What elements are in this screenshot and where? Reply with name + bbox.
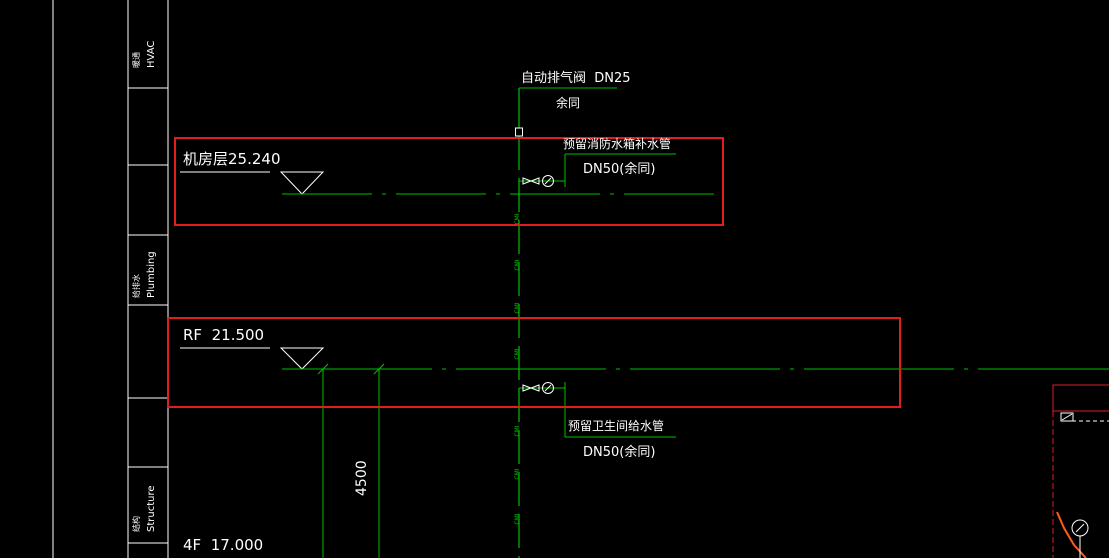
riser-tag: CMI	[514, 348, 521, 359]
title-hvac-en: HVAC	[146, 40, 157, 68]
level-machine-room: 机房层25.240	[183, 150, 281, 168]
highlight-box-machine-room	[174, 137, 724, 226]
riser-tags: CMI CMI CMI CMI CMI CMI CMI	[514, 213, 521, 524]
dimension-lines	[317, 363, 385, 558]
level-roof: RF 21.500	[183, 326, 265, 344]
riser-tag: CMI	[514, 213, 521, 224]
riser-tag: CMI	[514, 425, 521, 436]
air-valve-label: 自动排气阀 DN25	[521, 71, 631, 86]
fire-tank-label: 预留消防水箱补水管	[563, 137, 672, 151]
dimension-text: 4500	[354, 460, 370, 496]
riser-tag: CMI	[514, 259, 521, 270]
fire-tank-size: DN50(余同)	[583, 162, 656, 177]
title-block-frame	[52, 0, 169, 558]
main-riser	[515, 87, 617, 558]
riser-tag: CMI	[514, 468, 521, 479]
title-structure-en: Structure	[146, 485, 157, 532]
riser-tag: CMI	[514, 302, 521, 313]
gauge-icon	[542, 175, 554, 187]
equipment-right	[1052, 384, 1109, 558]
highlight-box-roof	[167, 317, 901, 408]
branch-fire-tank	[519, 153, 676, 187]
title-plumbing-en: Plumbing	[146, 251, 157, 298]
toilet-label: 预留卫生间给水管	[568, 419, 665, 433]
air-valve-icon	[515, 127, 523, 137]
machine-room-level	[180, 171, 714, 195]
level-fourth: 4F 17.000	[183, 536, 264, 554]
title-structure: 结构	[132, 516, 141, 532]
air-valve-note: 余同	[556, 96, 581, 110]
level-marker-icon	[279, 171, 325, 195]
roof-level	[180, 347, 1109, 370]
title-plumbing: 给排水	[132, 274, 141, 298]
level-marker-icon	[279, 347, 325, 370]
toilet-size: DN50(余同)	[583, 445, 656, 460]
branch-toilet	[519, 382, 676, 438]
gauge-icon	[542, 382, 554, 394]
title-hvac: 暖通	[132, 52, 141, 68]
riser-tag: CMI	[514, 513, 521, 524]
